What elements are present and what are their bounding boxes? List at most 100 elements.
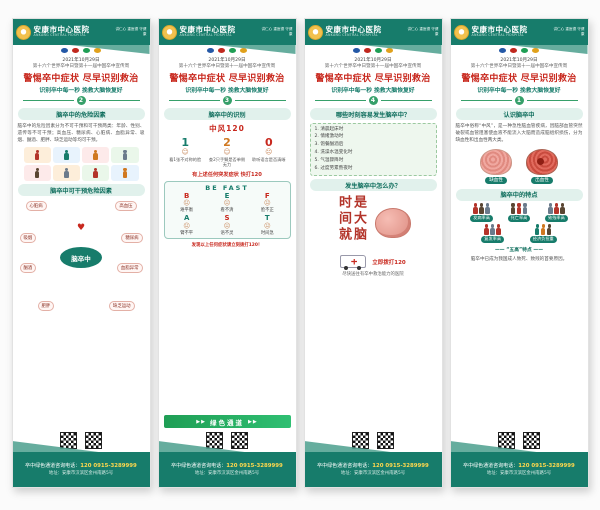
certification-logo <box>353 47 360 53</box>
step-number: 0 <box>264 136 273 149</box>
section-number-row: 1 <box>460 96 578 105</box>
certification-logo <box>375 47 382 53</box>
hotline-label: 卒中绿色通道咨询电话： <box>25 462 81 469</box>
five-high-note: —— “五高”特点 —— <box>494 247 544 253</box>
qr-code <box>377 432 394 449</box>
befast-item: S ☹ 语不灵 <box>208 215 246 236</box>
certification-logo <box>521 47 528 53</box>
slogan-area: 时间就是大脑 <box>310 194 437 252</box>
qr-row <box>305 430 442 452</box>
banner-header: 安康市中心医院 ANKANG CENTRAL HOSPITAL 讲仁心 重医德 … <box>12 19 150 45</box>
risk-factor-label: 糖尿病 <box>121 233 143 244</box>
hospital-name-en: ANKANG CENTRAL HOSPITAL <box>179 33 233 38</box>
befast-label: 难平衡 <box>180 208 194 214</box>
feature-label: 经济负担重 <box>529 235 557 243</box>
section-number-row: 4 <box>314 96 432 105</box>
feature-item: 经济负担重 <box>529 224 557 243</box>
certification-logo <box>83 47 90 53</box>
list-item: 3. 饱餐酗酒后 <box>314 142 344 148</box>
feature-label: 致残率高 <box>545 214 568 222</box>
hospital-address: 地址：安康市汉滨区金州南路5号 <box>48 471 114 477</box>
list-item: 2. 情绪激动时 <box>314 134 344 140</box>
hospital-logo-icon <box>15 24 31 40</box>
befast-grid: B ☹ 难平衡 E ☹ 看不清 F ☹ 脸不正 A <box>168 191 287 236</box>
face-icon: ☹ <box>183 199 191 208</box>
heart-icon: ♥ <box>76 223 86 234</box>
hotline-label: 卒中绿色通道咨询电话： <box>463 462 519 469</box>
poster-banner-1: 安康市中心医院 ANKANG CENTRAL HOSPITAL 讲仁心 重医德 … <box>11 18 151 488</box>
poster-banner-4: 安康市中心医院 ANKANG CENTRAL HOSPITAL 讲仁心 重医德 … <box>449 18 589 488</box>
risk-figure-icon <box>82 165 110 182</box>
hospital-motto: 讲仁心 重医德 守健康 <box>407 27 439 36</box>
certification-logo <box>72 47 79 53</box>
risk-figure-icon <box>111 165 139 182</box>
brain-illustration <box>374 208 411 239</box>
banner-content: 认识脑卒中 脑卒中俗称“中风”，是一种急性脑血管疾病，因脑部血管突然破裂或血管阻… <box>451 106 588 430</box>
poster-subtitle: 识别卒中每一秒 挽救大脑恢复好 <box>185 88 269 94</box>
banner-footer: 卒中绿色通道咨询电话：120 0915-3289999 地址：安康市汉滨区金州南… <box>450 452 588 487</box>
hospital-name: 安康市中心医院 <box>33 24 90 34</box>
arm-icon: ☺ <box>223 148 231 156</box>
certification-logo <box>229 47 236 53</box>
poster-banner-2: 安康市中心医院 ANKANG CENTRAL HOSPITAL 讲仁心 重医德 … <box>157 18 297 488</box>
list-item: 6. 过度劳累熬夜时 <box>314 166 353 172</box>
ambulance-icon <box>340 255 367 270</box>
hospital-name: 安康市中心医院 <box>179 24 236 34</box>
qr-row <box>451 430 588 452</box>
brain-ischemic-icon <box>480 149 512 176</box>
slogan-text: 时间就是大脑 <box>336 195 366 244</box>
hospital-name: 安康市中心医院 <box>325 24 382 34</box>
section-number-row: 2 <box>22 96 140 105</box>
hospital-motto: 讲仁心 重医德 守健康 <box>115 27 147 36</box>
step-text: 聆听语言是否清晰 <box>252 157 286 162</box>
befast-label: 臂不平 <box>180 230 194 236</box>
certification-band <box>12 45 150 55</box>
befast-panel: BE FAST B ☹ 难平衡 E ☹ 看不清 F ☹ <box>163 180 291 239</box>
brain-hemorrhagic-icon <box>526 149 558 176</box>
diagram-center-label: 脑卒中 <box>60 247 102 269</box>
certification-logo <box>386 47 393 53</box>
face-icon: ☹ <box>263 199 271 208</box>
face-icon: ☹ <box>223 221 231 230</box>
section-title: 脑卒中的危险因素 <box>17 108 145 120</box>
step-item: 1 ☺ 看1张不对称的脸 <box>166 137 205 168</box>
poster-banner-3: 安康市中心医院 ANKANG CENTRAL HOSPITAL 讲仁心 重医德 … <box>303 18 443 488</box>
section-title: 认识脑卒中 <box>455 108 583 120</box>
poster-subtitle: 识别卒中每一秒 挽救大脑恢复好 <box>331 88 415 94</box>
poster-wall: 安康市中心医院 ANKANG CENTRAL HOSPITAL 讲仁心 重医德 … <box>0 0 600 488</box>
face-icon: ☹ <box>183 221 191 230</box>
step-text: 查2只手臂是否单侧无力 <box>208 157 246 168</box>
section-title: 脑卒中可干预危险因素 <box>17 184 145 197</box>
certification-logo <box>207 47 214 53</box>
risk-factor-label: 血脂异常 <box>116 263 143 274</box>
event-title: 第十六个世界卒中日暨第十一届中国卒中宣传周 <box>324 64 422 69</box>
hospital-name-en: ANKANG CENTRAL HOSPITAL <box>471 33 525 38</box>
certification-logo <box>532 47 539 53</box>
step-item: 2 ☺ 查2只手臂是否单侧无力 <box>207 137 246 168</box>
qr-code <box>60 432 77 449</box>
certification-logo <box>510 47 517 53</box>
brain-type-label: 出血性 <box>531 176 553 184</box>
bottom-text: 脑卒中已成为我国成人致死、致残的首要原因。 <box>470 256 568 262</box>
qr-row <box>13 430 150 452</box>
brain-types-diagram: 缺血性 出血性 <box>456 147 583 186</box>
certification-logo <box>218 47 225 53</box>
hotline-number: 120 0915-3289999 <box>518 462 575 469</box>
people-icons <box>484 224 501 235</box>
befast-label: 脸不正 <box>260 208 274 214</box>
banner-footer: 卒中绿色通道咨询电话：120 0915-3289999 地址：安康市汉滨区金州南… <box>304 452 442 487</box>
poster-subtitle: 识别卒中每一秒 挽救大脑恢复好 <box>477 88 561 94</box>
befast-letter: B <box>183 191 190 200</box>
feature-row: 发病率高 死亡率高 致残率高 <box>456 203 583 222</box>
risk-figure-icon <box>52 165 80 182</box>
befast-item: E ☹ 看不清 <box>208 192 246 214</box>
feature-label: 发病率高 <box>470 214 493 222</box>
people-icons <box>510 203 528 214</box>
hotline-number: 120 0915-3289999 <box>372 462 429 469</box>
action-text: 立即拨打120 <box>372 259 406 266</box>
befast-item: A ☹ 臂不平 <box>168 215 206 236</box>
risk-factor-label: 高血压 <box>115 201 137 212</box>
poster-main-title: 警惕卒中症状 尽早识别救治 <box>315 74 431 84</box>
befast-label: 看不清 <box>220 208 234 214</box>
green-channel-banner: ▶▶ 绿色通道 ▶▶ <box>163 415 291 428</box>
